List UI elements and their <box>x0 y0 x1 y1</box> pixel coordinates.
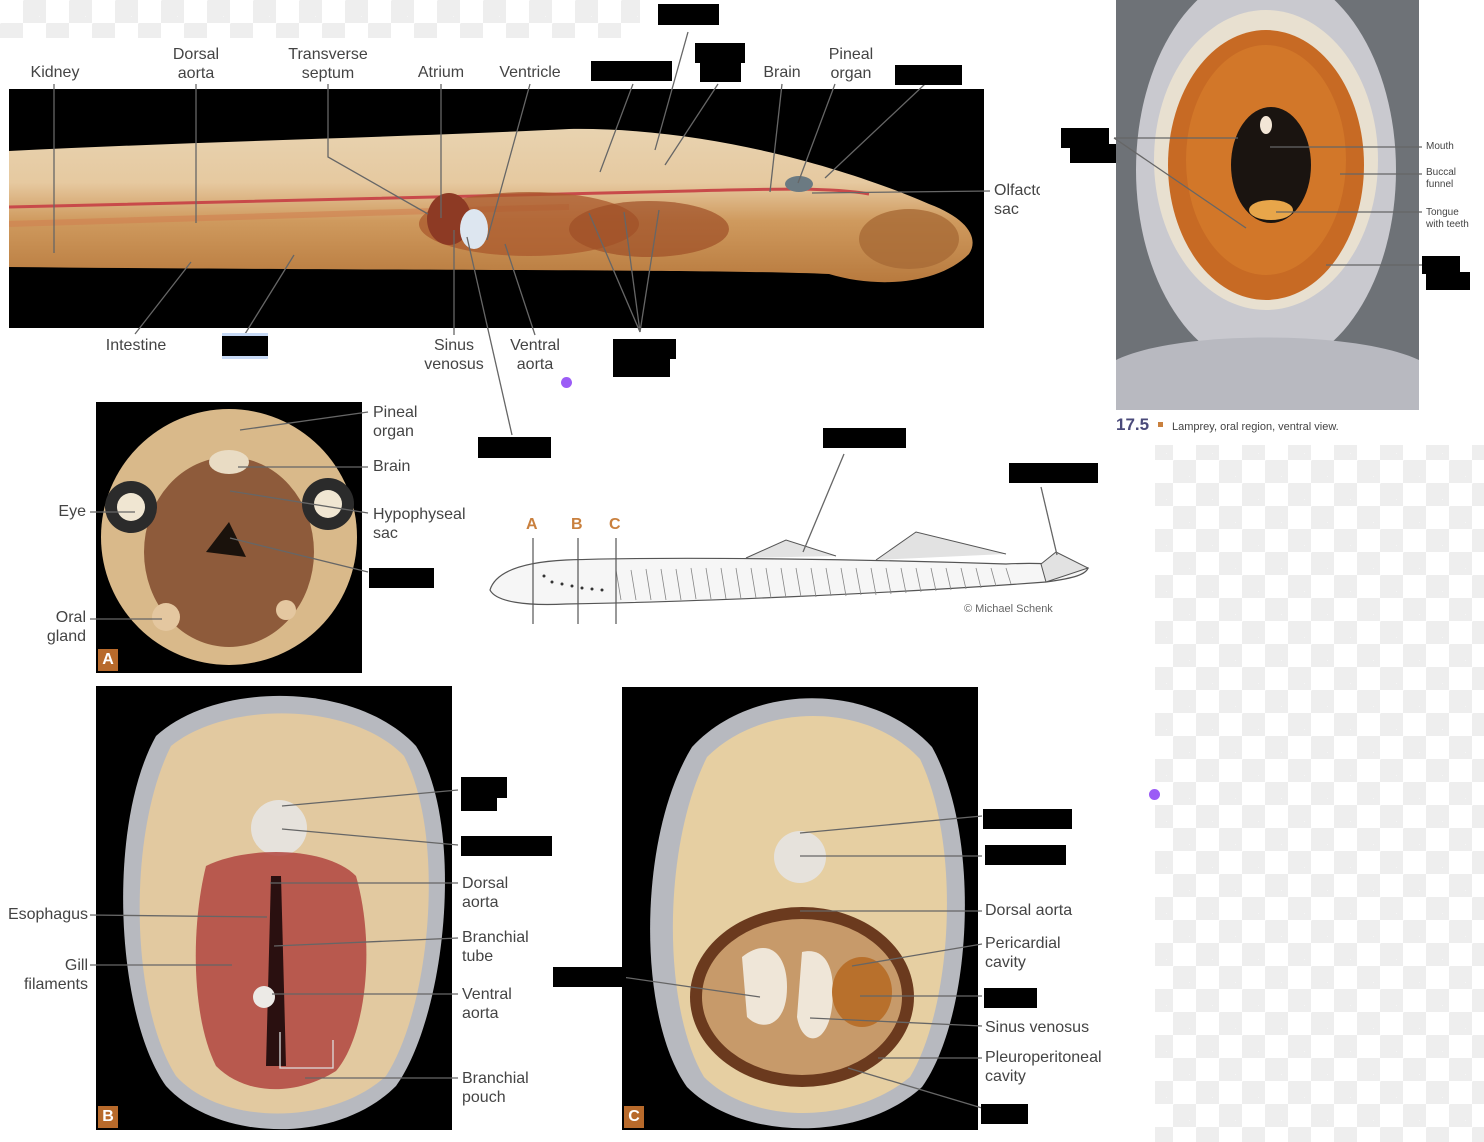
redaction-box <box>895 65 962 85</box>
label-pericardial-cavity: Pericardial cavity <box>985 935 1061 971</box>
label-esophagus: Esophagus <box>7 906 88 923</box>
redaction-box <box>461 777 507 798</box>
label-gill-filaments: Gill filaments <box>23 957 88 993</box>
label-transverse-septum: Transverse septum <box>288 46 368 82</box>
redaction-box <box>222 336 268 357</box>
label-ventricle: Ventricle <box>499 64 561 81</box>
label-pineal-organ-sagittal: Pineal organ <box>828 46 874 82</box>
redaction-box <box>983 809 1072 829</box>
highlight-mark <box>222 333 268 336</box>
redaction-box <box>1422 256 1460 274</box>
label-eye: Eye <box>58 503 86 520</box>
oral-region-photo <box>1116 0 1419 410</box>
redaction-box <box>1061 128 1109 148</box>
label-mouth: Mouth <box>1426 141 1454 152</box>
label-brain-sagittal: Brain <box>763 64 801 81</box>
label-sinus-venosus-sagittal: Sinus venosus <box>424 337 484 373</box>
section-a-photo: A <box>96 402 362 673</box>
redaction-box <box>553 967 626 987</box>
section-a-tag: A <box>98 649 118 671</box>
section-c-photo: C <box>622 687 978 1130</box>
redaction-box <box>981 1104 1028 1124</box>
label-kidney: Kidney <box>30 64 80 81</box>
figure-number: 17.5 <box>1116 415 1150 434</box>
lamprey-schematic <box>486 520 1096 630</box>
redaction-box <box>1426 272 1470 290</box>
redaction-box <box>461 795 497 811</box>
marker-dot[interactable] <box>561 377 572 388</box>
label-atrium: Atrium <box>417 64 465 81</box>
redaction-box <box>985 845 1066 865</box>
label-oral-gland: Oral gland <box>46 609 86 645</box>
redaction-box <box>700 62 741 82</box>
section-b-tag: B <box>98 1106 118 1128</box>
marker-dot[interactable] <box>1149 789 1160 800</box>
redaction-box <box>823 428 906 448</box>
label-sinus-venosus-c: Sinus venosus <box>985 1019 1090 1036</box>
caption-text: Lamprey, oral region, ventral view. <box>1172 421 1339 433</box>
label-pleuroperitoneal-cavity: Pleuroperitoneal cavity <box>985 1049 1102 1085</box>
redaction-box <box>1009 463 1098 483</box>
schematic-credit: © Michael Schenk <box>964 603 1053 615</box>
redaction-box <box>478 437 551 458</box>
redaction-box <box>369 568 434 588</box>
label-branchial-pouch: Branchial pouch <box>462 1070 529 1106</box>
label-olfactory-sac: Olfacto sac <box>994 182 1040 218</box>
schematic-letter-b: B <box>571 516 583 533</box>
redaction-box <box>461 836 552 856</box>
label-brain-a: Brain <box>373 458 411 475</box>
label-hypophyseal-sac: Hypophyseal sac <box>373 506 466 542</box>
label-ventral-aorta-sagittal: Ventral aorta <box>510 337 560 373</box>
sagittal-section-photo <box>9 89 984 328</box>
redaction-box <box>658 4 719 25</box>
caption-square-icon <box>1157 422 1163 427</box>
redaction-box <box>984 988 1037 1008</box>
section-c-tag: C <box>624 1106 644 1128</box>
label-branchial-tube: Branchial tube <box>462 929 529 965</box>
label-buccal-funnel: Buccal funnel <box>1426 167 1457 190</box>
redaction-box <box>591 61 672 81</box>
label-intestine: Intestine <box>105 337 167 354</box>
label-dorsal-aorta-sagittal: Dorsal aorta <box>172 46 220 82</box>
section-b-photo: B <box>96 686 452 1130</box>
redaction-box <box>1070 144 1116 163</box>
schematic-letter-c: C <box>609 516 621 533</box>
label-dorsal-aorta-b: Dorsal aorta <box>462 875 509 911</box>
label-dorsal-aorta-c: Dorsal aorta <box>985 902 1073 919</box>
redaction-box <box>613 339 676 359</box>
label-ventral-aorta-b: Ventral aorta <box>462 986 512 1022</box>
highlight-mark <box>222 356 268 359</box>
figure-caption: 17.5 Lamprey, oral region, ventral view. <box>1116 415 1339 435</box>
label-pineal-organ-a: Pineal organ <box>373 404 418 440</box>
label-tongue-with-teeth: Tongue with teeth <box>1426 207 1469 230</box>
redaction-box <box>613 357 670 377</box>
schematic-letter-a: A <box>526 516 538 533</box>
redaction-box <box>695 43 745 63</box>
